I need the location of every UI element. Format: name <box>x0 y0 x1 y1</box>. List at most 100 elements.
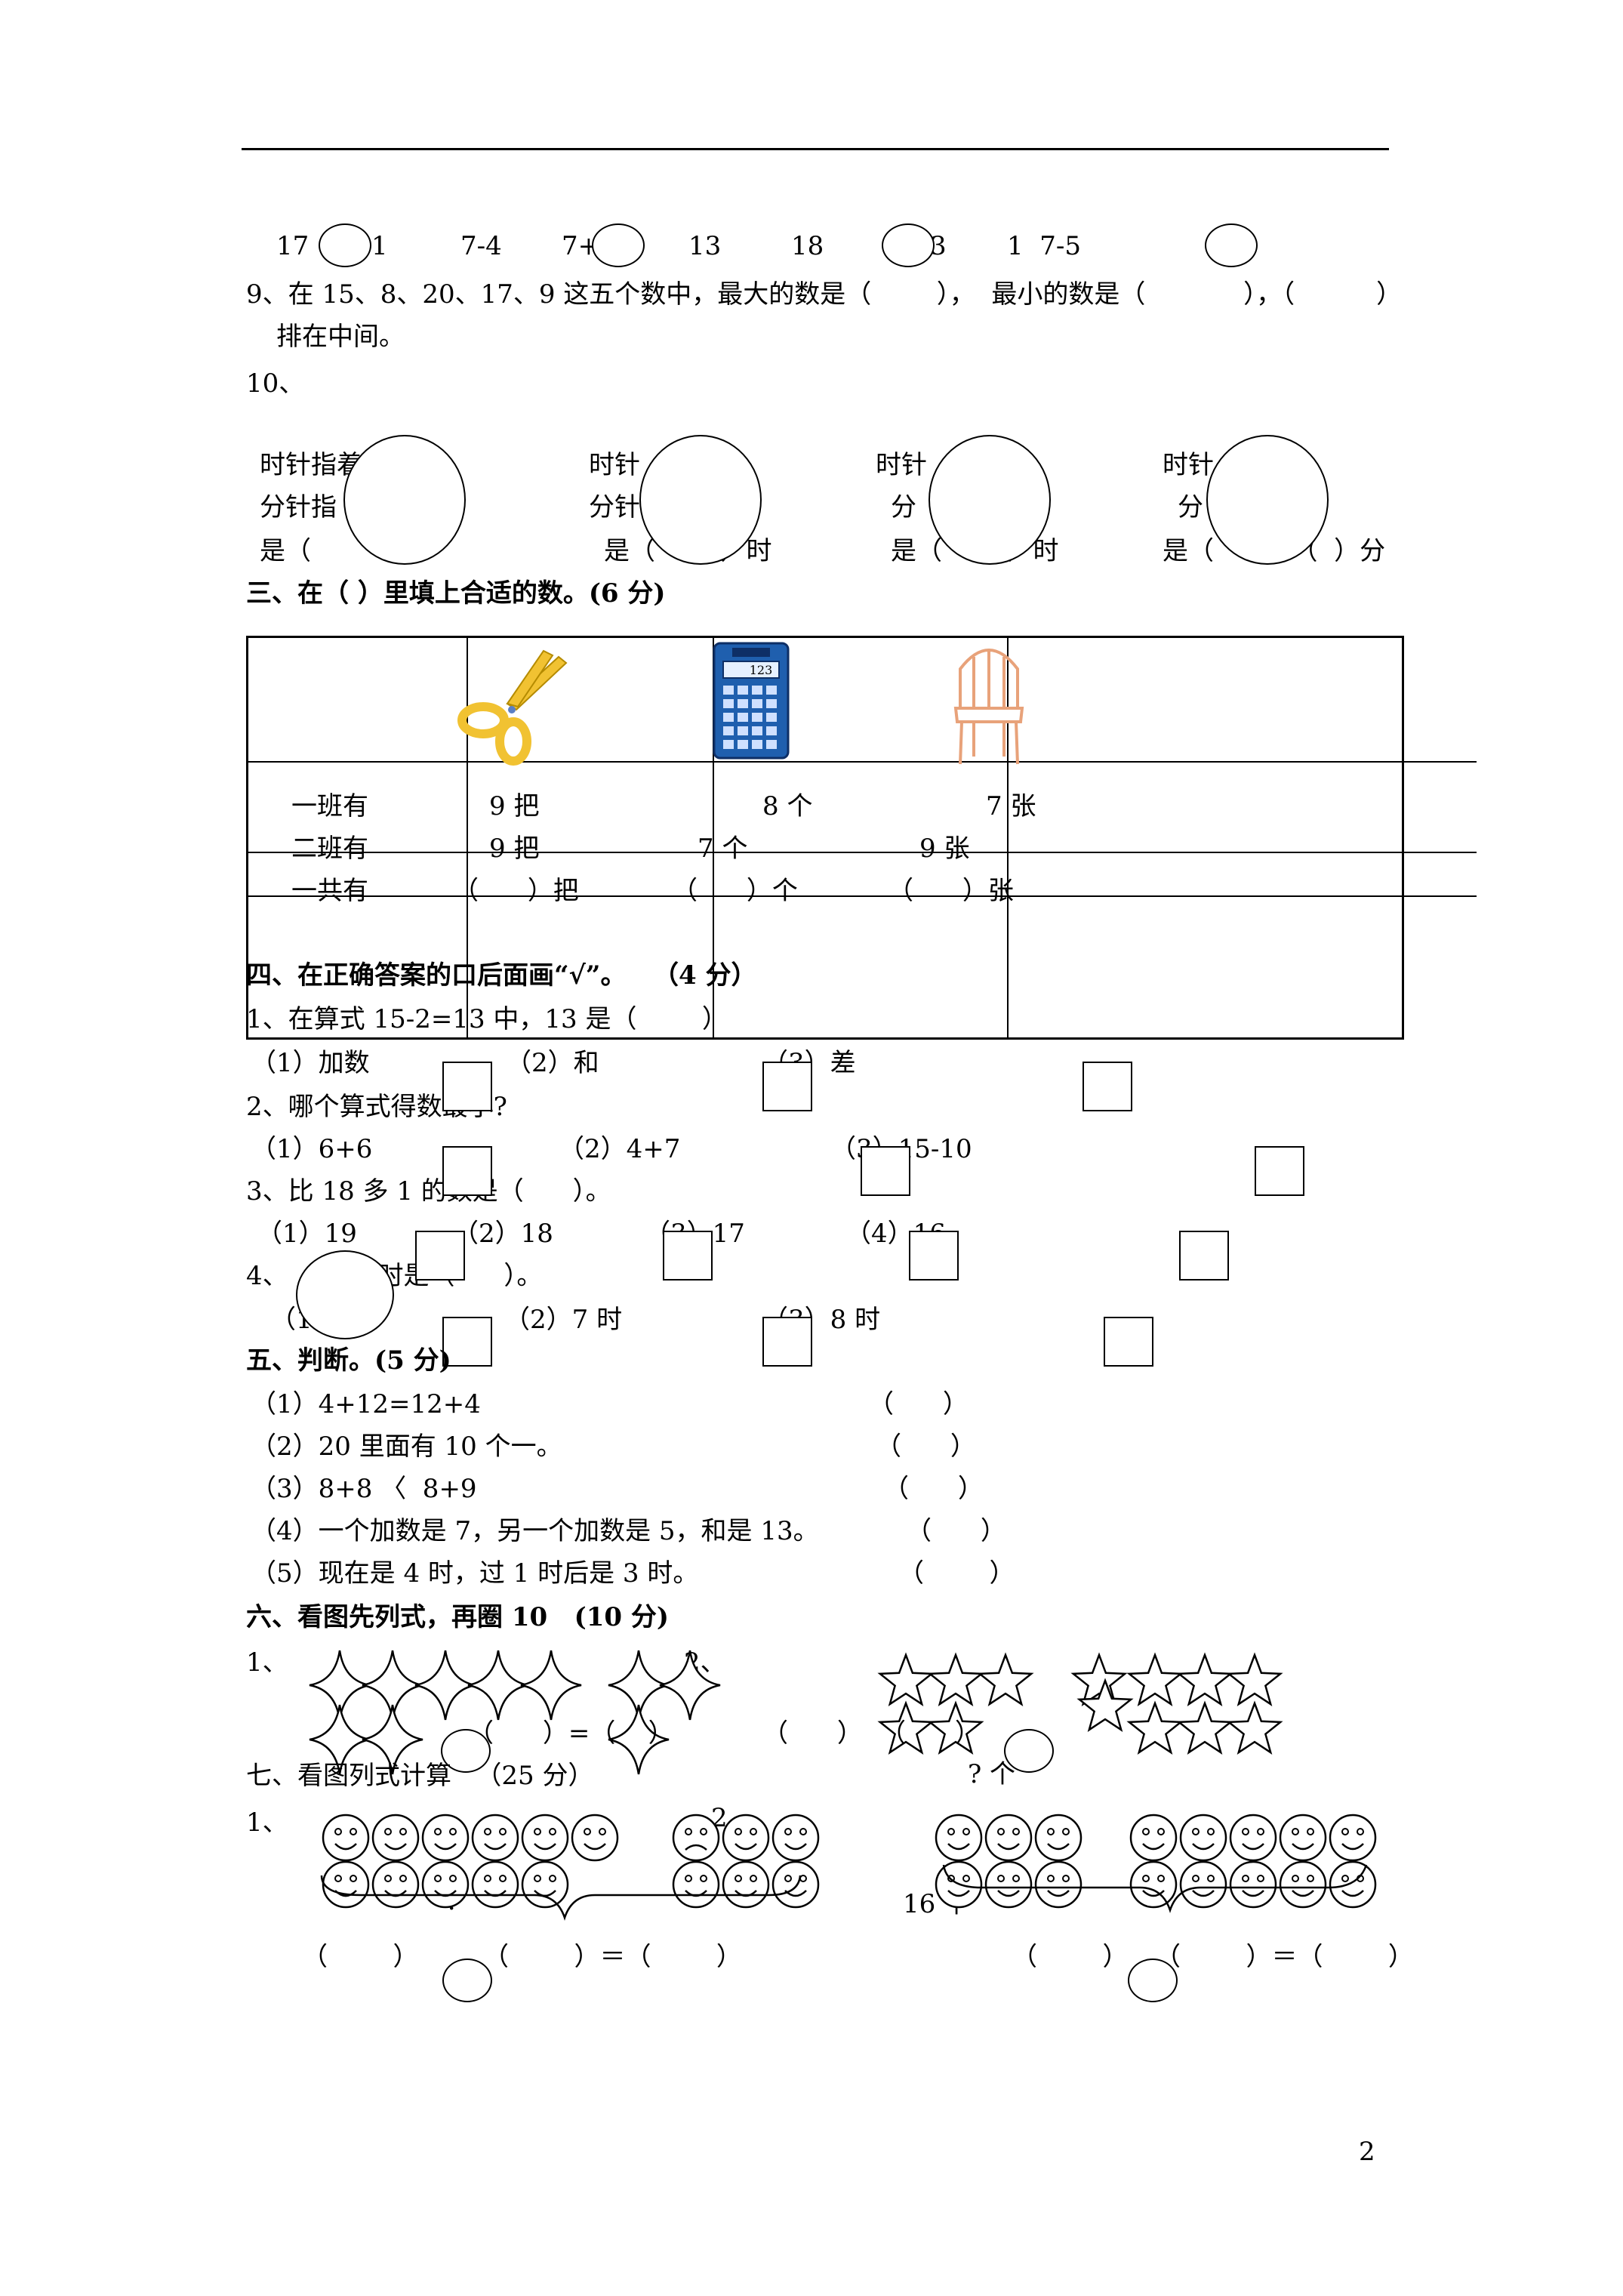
table-border-top <box>246 636 1404 638</box>
page-number: 2 <box>1359 2137 1375 2167</box>
smiley-face-icon <box>1034 1860 1083 1909</box>
answer-box-q2-1[interactable] <box>442 1146 492 1196</box>
s4-q3-opt1: （1）19 <box>257 1219 357 1249</box>
five-point-star <box>1126 1652 1184 1706</box>
five-point-star <box>1176 1700 1233 1755</box>
answer-box-q3-1[interactable] <box>415 1231 465 1281</box>
answer-box-q4-2[interactable] <box>762 1317 812 1367</box>
smiley-face-icon <box>521 1814 569 1862</box>
table-border-right <box>1402 636 1404 1040</box>
answer-box-q1-1[interactable] <box>442 1062 492 1111</box>
q9-line2: 排在中间。 <box>276 322 405 352</box>
s6-question: ? 个 <box>968 1759 1016 1789</box>
row2-label: 二班有 <box>291 834 368 864</box>
brace-left <box>320 1875 802 1921</box>
q8-text-1: 1 <box>371 231 388 261</box>
s4-q2-opt1: （1）6+6 <box>251 1134 373 1164</box>
row1-calculators: 8 个 <box>762 791 813 821</box>
s7-part1-label: 1、 <box>246 1808 288 1838</box>
s6-eq2a: （ ） <box>762 1718 863 1749</box>
clock2-is: 是（ ）时 <box>604 536 772 566</box>
s6-sign-circle-2[interactable] <box>1004 1729 1054 1773</box>
five-point-star <box>1226 1652 1283 1706</box>
smiley-face-icon <box>1329 1860 1377 1909</box>
row3-label: 一共有 <box>291 876 368 906</box>
answer-box-q3-4[interactable] <box>1179 1231 1229 1281</box>
five-point-star <box>877 1700 935 1755</box>
smiley-face-icon <box>1329 1814 1377 1862</box>
q10-label: 10、 <box>246 368 305 399</box>
table-border-left <box>246 636 248 1040</box>
smiley-face-icon <box>1129 1860 1178 1909</box>
compare-circle-2[interactable] <box>592 223 645 267</box>
row1-scissors: 9 把 <box>489 791 540 821</box>
compare-circle-4[interactable] <box>1205 223 1258 267</box>
compare-circle-1[interactable] <box>319 223 371 267</box>
sparkle-star <box>362 1704 423 1775</box>
q8-text-3: 3 <box>930 231 947 261</box>
judge-1: （1）4+12=12+4 <box>251 1389 481 1419</box>
row3-calculators: （ ）个 <box>672 876 798 906</box>
answer-box-q1-3[interactable] <box>1083 1062 1132 1111</box>
s6-sign-circle-1[interactable] <box>441 1729 491 1773</box>
judge-5: （5）现在是 4 时，过 1 时后是 3 时。 <box>251 1558 699 1589</box>
judge-5-paren[interactable]: （ ） <box>898 1558 1015 1589</box>
answer-box-q3-3[interactable] <box>909 1231 959 1281</box>
q8-text-7-4: 7-4 <box>460 231 502 261</box>
clock-face-3 <box>929 435 1051 565</box>
calculator-icon: 123 <box>713 642 790 760</box>
q8-text-17-5: 1 7-5 <box>1007 231 1081 261</box>
five-point-star <box>877 1652 935 1706</box>
section6-title: 六、看图先列式，再圈 10 (10 分) <box>246 1602 669 1632</box>
answer-box-q4-1[interactable] <box>442 1317 492 1367</box>
clock-face-4 <box>1206 435 1329 565</box>
s7-eq-left-1: （ ） <box>302 1942 419 1972</box>
smiley-face-icon <box>371 1814 420 1862</box>
answer-box-q2-3[interactable] <box>1255 1146 1304 1196</box>
q9-line1: 9、在 15、8、20、17、9 这五个数中，最大的数是（ ）， 最小的数是（ … <box>246 279 1403 310</box>
compare-circle-3[interactable] <box>882 223 935 267</box>
sparkle-star <box>520 1650 582 1721</box>
smiley-face-icon <box>421 1814 470 1862</box>
row2-calculators: 7 个 <box>698 834 748 864</box>
answer-box-q1-2[interactable] <box>762 1062 812 1111</box>
s4-q1: 1、在算式 15-2=13 中，13 是（ ） <box>246 1004 728 1034</box>
answer-box-q4-3[interactable] <box>1104 1317 1153 1367</box>
answer-box-q3-2[interactable] <box>663 1231 713 1281</box>
s6-eq2b: （ ） <box>880 1718 981 1749</box>
five-point-star <box>1070 1652 1128 1706</box>
section5-title: 五、判断。(5 分) <box>246 1345 451 1376</box>
smiley-face-icon <box>571 1814 619 1862</box>
s4-q2-opt2: （2）4+7 <box>559 1134 681 1164</box>
judge-3-paren[interactable]: （ ） <box>883 1474 984 1504</box>
s4-q4-opt2: （2）7 时 <box>504 1305 623 1335</box>
s7-eq-right-1: （ ） <box>1012 1942 1129 1972</box>
scissors-icon <box>457 649 568 766</box>
answer-box-q2-2[interactable] <box>861 1146 910 1196</box>
sparkle-star <box>608 1704 670 1775</box>
row1-chairs: 7 张 <box>986 791 1036 821</box>
q8-text-13: 13 <box>688 231 722 261</box>
sparkle-star <box>414 1650 476 1721</box>
smiley-face-icon <box>1034 1814 1083 1862</box>
table-col-line-3 <box>1007 636 1009 1040</box>
q8-text-17: 17 <box>276 231 310 261</box>
s7-sign-circle-1[interactable] <box>442 1959 492 2002</box>
smiley-face-icon <box>322 1814 370 1862</box>
s7-eq-right-2: （ ）＝（ ） <box>1155 1942 1414 1972</box>
q8-text-18: 18 <box>791 231 824 261</box>
five-point-star <box>1076 1678 1134 1732</box>
judge-1-paren[interactable]: （ ） <box>868 1389 969 1419</box>
row2-scissors: 9 把 <box>489 834 540 864</box>
judge-4-paren[interactable]: （ ） <box>906 1516 1006 1546</box>
judge-4: （4）一个加数是 7，另一个加数是 5，和是 13。 <box>251 1516 819 1546</box>
judge-2-paren[interactable]: （ ） <box>876 1432 976 1462</box>
s4-q1-opt1: （1）加数 <box>251 1048 370 1078</box>
small-clock-face <box>296 1250 394 1339</box>
table-rule-total <box>246 895 1477 897</box>
row1-label: 一班有 <box>291 791 368 821</box>
s7-sign-circle-2[interactable] <box>1128 1959 1178 2002</box>
brace-right <box>942 1864 1368 1913</box>
